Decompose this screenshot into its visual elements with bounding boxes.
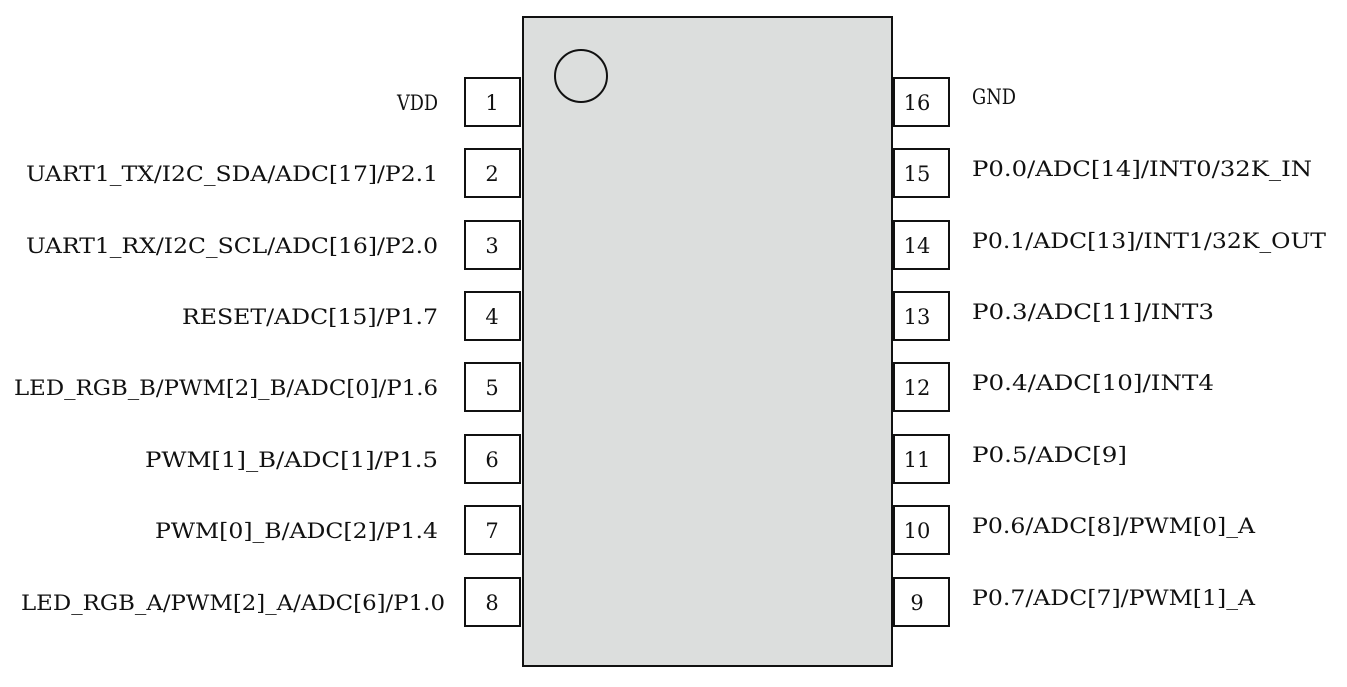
pin-label: RESET/ADC[15]/P1.7 xyxy=(182,305,438,329)
pin-box xyxy=(464,291,521,341)
pin-number: 8 xyxy=(485,591,498,615)
pin-box xyxy=(893,434,950,484)
pin-box xyxy=(893,77,950,127)
left-pin-row: 6 PWM[1]_B/ADC[1]/P1.5 xyxy=(145,434,521,484)
pin-box xyxy=(464,362,521,412)
pin-number: 12 xyxy=(904,376,931,400)
pin-label: PWM[0]_B/ADC[2]/P1.4 xyxy=(155,519,438,543)
pin-label: VDD xyxy=(396,91,438,115)
pin-number: 2 xyxy=(485,162,498,186)
left-pin-row: 3 UART1_RX/I2C_SCL/ADC[16]/P2.0 xyxy=(26,220,521,270)
pin-number: 10 xyxy=(904,519,931,543)
pin-number: 1 xyxy=(485,91,498,115)
left-pin-row: 7 PWM[0]_B/ADC[2]/P1.4 xyxy=(155,505,521,555)
pin-label: P0.7/ADC[7]/PWM[1]_A xyxy=(972,586,1256,610)
pin1-marker-icon xyxy=(554,49,608,103)
pin-label: P0.3/ADC[11]/INT3 xyxy=(972,300,1214,324)
pin-box xyxy=(893,362,950,412)
pin-box xyxy=(893,148,950,198)
pin-number: 7 xyxy=(485,519,498,543)
pin-number: 11 xyxy=(904,448,931,472)
pin-label: LED_RGB_B/PWM[2]_B/ADC[0]/P1.6 xyxy=(14,376,438,400)
right-pin-row: 10 P0.6/ADC[8]/PWM[0]_A xyxy=(893,505,1256,555)
pin-box xyxy=(464,434,521,484)
right-pin-row: 12 P0.4/ADC[10]/INT4 xyxy=(893,362,1214,412)
pin-label: PWM[1]_B/ADC[1]/P1.5 xyxy=(145,448,438,472)
pin-box xyxy=(893,505,950,555)
pin-label: UART1_TX/I2C_SDA/ADC[17]/P2.1 xyxy=(26,162,438,186)
pin-label: P0.0/ADC[14]/INT0/32K_IN xyxy=(972,157,1312,181)
left-pin-row: 4 RESET/ADC[15]/P1.7 xyxy=(182,291,521,341)
right-pin-row: 16 GND xyxy=(893,77,1016,127)
pin-number: 14 xyxy=(904,234,931,258)
pin-label: P0.5/ADC[9] xyxy=(972,443,1127,467)
pin-number: 15 xyxy=(904,162,931,186)
pin-label: P0.4/ADC[10]/INT4 xyxy=(972,371,1214,395)
pin-label: P0.1/ADC[13]/INT1/32K_OUT xyxy=(972,229,1326,253)
pin-number: 6 xyxy=(485,448,498,472)
pin-label: GND xyxy=(972,85,1016,109)
pin-box xyxy=(893,291,950,341)
left-pin-row: 2 UART1_TX/I2C_SDA/ADC[17]/P2.1 xyxy=(26,148,521,198)
right-pin-row: 11 P0.5/ADC[9] xyxy=(893,434,1127,484)
pin-box xyxy=(464,77,521,127)
pin-box xyxy=(893,577,950,627)
pin-label: UART1_RX/I2C_SCL/ADC[16]/P2.0 xyxy=(26,234,438,258)
pin-number: 9 xyxy=(910,591,923,615)
pin-number: 4 xyxy=(485,305,498,329)
pin-label: P0.6/ADC[8]/PWM[0]_A xyxy=(972,514,1256,538)
left-pin-row: 8 LED_RGB_A/PWM[2]_A/ADC[6]/P1.0 xyxy=(21,577,521,627)
pin-number: 16 xyxy=(904,91,931,115)
pin-number: 3 xyxy=(485,234,498,258)
pin-box xyxy=(893,220,950,270)
right-pin-row: 14 P0.1/ADC[13]/INT1/32K_OUT xyxy=(893,220,1326,270)
left-pin-row: 5 LED_RGB_B/PWM[2]_B/ADC[0]/P1.6 xyxy=(14,362,521,412)
pin-box xyxy=(464,220,521,270)
pin-box xyxy=(464,505,521,555)
right-pin-row: 15 P0.0/ADC[14]/INT0/32K_IN xyxy=(893,148,1312,198)
right-pin-row: 9 P0.7/ADC[7]/PWM[1]_A xyxy=(893,577,1256,627)
right-pin-row: 13 P0.3/ADC[11]/INT3 xyxy=(893,291,1214,341)
left-pin-row: 1 VDD xyxy=(396,77,521,127)
pin-box xyxy=(464,148,521,198)
pin-number: 13 xyxy=(904,305,931,329)
pin-box xyxy=(464,577,521,627)
chip-body xyxy=(522,16,893,667)
pin-label: LED_RGB_A/PWM[2]_A/ADC[6]/P1.0 xyxy=(21,591,445,615)
pin-number: 5 xyxy=(485,376,498,400)
